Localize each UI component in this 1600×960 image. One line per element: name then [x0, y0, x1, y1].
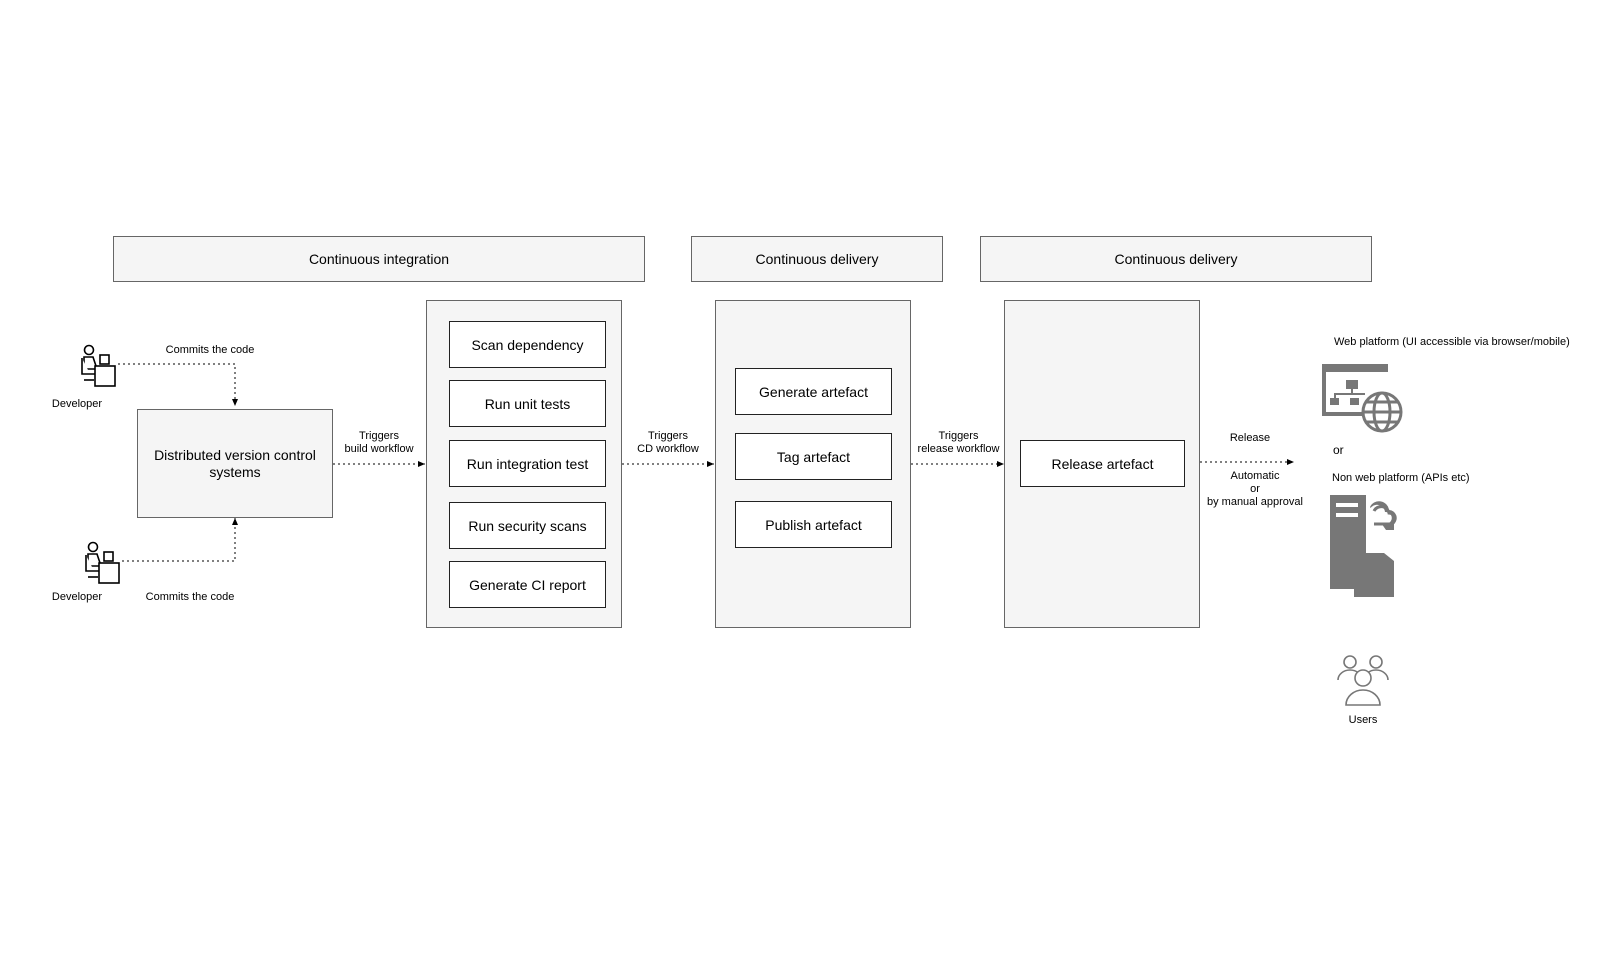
- or-label: or: [1333, 443, 1344, 457]
- ci-step-integration-test: Run integration test: [449, 440, 606, 487]
- web-platform-icon: [1322, 364, 1403, 433]
- dvcs-box: Distributed version control systems: [137, 409, 333, 518]
- cd-step-generate-artefact: Generate artefact: [735, 368, 892, 415]
- ci-step-security-scans: Run security scans: [449, 502, 606, 549]
- web-platform-label: Web platform (UI accessible via browser/…: [1334, 336, 1570, 348]
- developer-bottom-label: Developer: [51, 591, 103, 603]
- cd-step-publish-artefact: Publish artefact: [735, 501, 892, 548]
- commit-label-bottom: Commits the code: [145, 591, 235, 603]
- release-step-release-artefact: Release artefact: [1020, 440, 1185, 487]
- users-icon: [1337, 655, 1389, 706]
- dvcs-label: Distributed version control systems: [154, 446, 316, 480]
- developer-icon: [81, 344, 116, 387]
- developer-icon: [85, 541, 120, 584]
- ci-step-scan-dependency: Scan dependency: [449, 321, 606, 368]
- ci-step-unit-tests: Run unit tests: [449, 380, 606, 427]
- cd-step-tag-artefact: Tag artefact: [735, 433, 892, 480]
- release-label: Release: [1229, 432, 1271, 444]
- phase-continuous-integration: Continuous integration: [113, 236, 645, 282]
- phase-continuous-delivery: Continuous delivery: [691, 236, 943, 282]
- users-label: Users: [1348, 714, 1378, 726]
- commit-edge-top: [118, 363, 238, 406]
- server-cloud-icon: [1330, 495, 1397, 597]
- non-web-platform-label: Non web platform (APIs etc): [1332, 472, 1470, 484]
- ci-step-ci-report: Generate CI report: [449, 561, 606, 608]
- phase-continuous-delivery-release: Continuous delivery: [980, 236, 1372, 282]
- commit-label-top: Commits the code: [165, 344, 255, 356]
- developer-top-label: Developer: [51, 398, 103, 410]
- commit-edge-bottom: [122, 518, 238, 562]
